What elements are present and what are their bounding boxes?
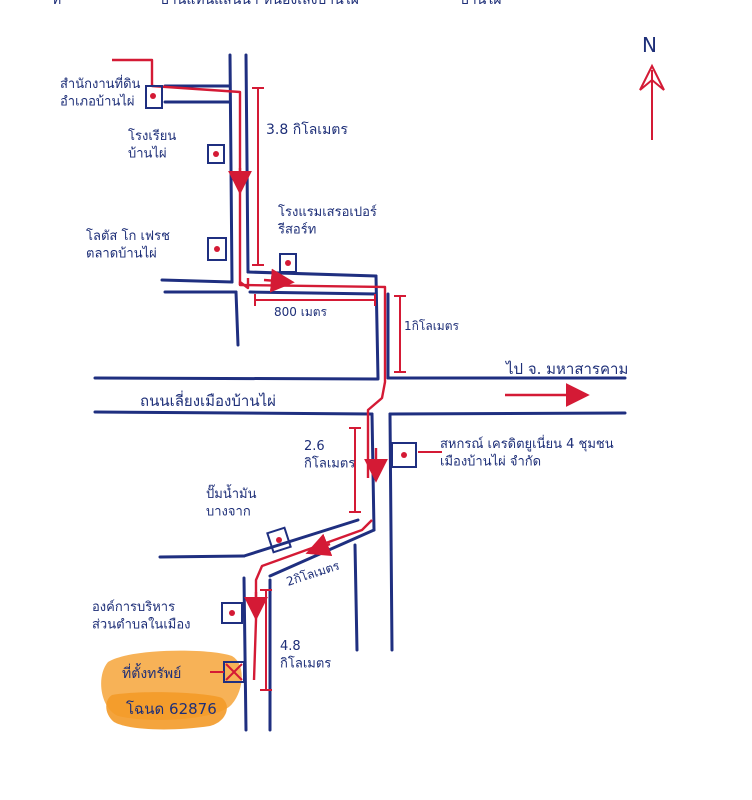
label-distance-3: 1กิโลเมตร <box>404 319 460 333</box>
label-deed: โฉนด 62876 <box>126 700 217 718</box>
label-sao: องค์การบริหารส่วนตำบลในเมือง <box>92 599 190 633</box>
site-highlight <box>101 650 242 730</box>
label-main-road: ถนนเลี่ยงเมืองบ้านไผ่ <box>140 390 276 410</box>
label-distance-2: 800 เมตร <box>274 305 328 319</box>
label-to-city: ไป จ. มหาสารคาม <box>505 360 628 378</box>
lotus-marker <box>207 237 227 261</box>
label-site: ที่ตั้งทรัพย์ <box>122 663 181 682</box>
label-lotus: โลตัส โก เฟรชตลาดบ้านไผ่ <box>86 228 170 262</box>
route-line-2 <box>252 519 373 681</box>
header-fragment-3: บ้านไผ่ <box>460 0 502 8</box>
district-office-marker <box>145 85 163 109</box>
coop-marker <box>391 442 417 468</box>
label-school: โรงเรียนบ้านไผ่ <box>128 128 176 162</box>
gas-station-marker <box>266 526 292 554</box>
route-line-3 <box>238 278 250 290</box>
north-arrow-icon <box>639 63 665 140</box>
sao-marker <box>221 602 243 624</box>
header-fragment-1: ที่ <box>52 0 61 8</box>
hotel-marker <box>279 253 297 273</box>
north-label: N <box>642 33 657 57</box>
school-marker <box>207 144 225 164</box>
label-distance-1: 3.8 กิโลเมตร <box>266 121 348 138</box>
route-line <box>112 58 387 478</box>
label-hotel: โรงแรมเสรอเปอร์รีสอร์ท <box>277 204 377 238</box>
dimension-marks <box>252 87 406 691</box>
header-fragment-2: บ้านแท่นแสนน้ำ หนองเลิงบ้านไผ่ <box>160 0 359 8</box>
road-network <box>93 53 627 732</box>
label-gas-station: ปั๊มน้ำมันบางจาก <box>206 484 257 520</box>
label-district-office: สำนักงานที่ดินอำเภอบ้านไผ่ <box>60 75 141 110</box>
label-coop: สหกรณ์ เครดิตยูเนี่ยน 4 ชุมชนเมืองบ้านไผ… <box>440 435 614 470</box>
label-distance-5: 2กิโลเมตร <box>285 558 342 588</box>
